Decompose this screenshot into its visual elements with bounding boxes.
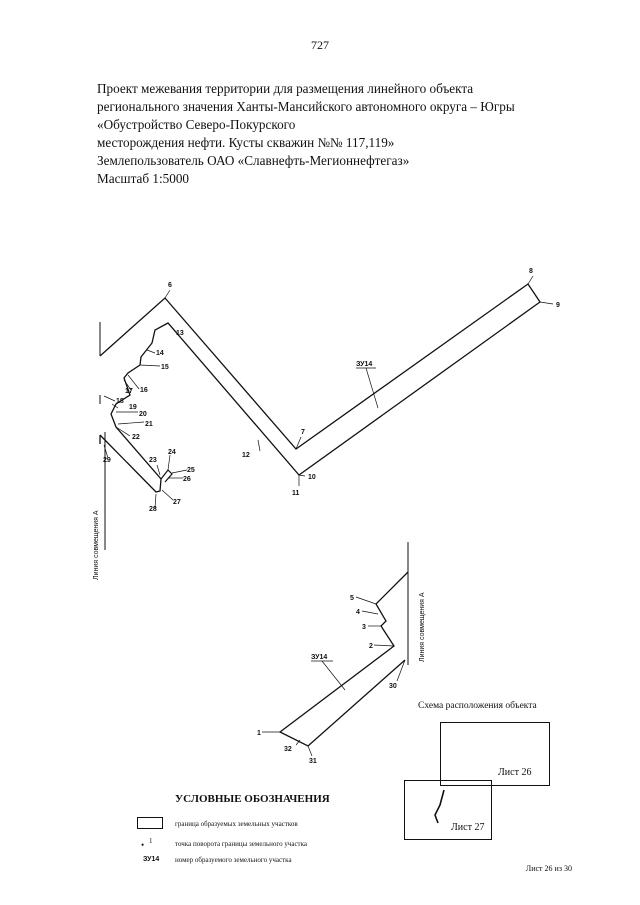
point-label-23: 23 bbox=[149, 457, 157, 464]
scheme-sheet-26-box: Лист 26 bbox=[440, 722, 550, 786]
header-line-5: Землепользователь ОАО «Славнефть-Мегионн… bbox=[97, 153, 410, 168]
point-label-14: 14 bbox=[156, 350, 164, 357]
point-label-13: 13 bbox=[176, 330, 184, 337]
point-label-28: 28 bbox=[149, 506, 157, 513]
legend-symbol-point: 1 bbox=[149, 837, 153, 845]
point-label-18: 18 bbox=[116, 398, 124, 405]
point-label-5: 5 bbox=[350, 595, 354, 602]
legend-title: УСЛОВНЫЕ ОБОЗНАЧЕНИЯ bbox=[175, 793, 330, 805]
boundary-swatch bbox=[137, 817, 163, 829]
point-label-7: 7 bbox=[301, 429, 305, 436]
page-number: 727 bbox=[311, 38, 329, 52]
point-marker-icon: • bbox=[141, 840, 145, 850]
point-label-27: 27 bbox=[173, 499, 181, 506]
point-label-25: 25 bbox=[187, 467, 195, 474]
point-label-9: 9 bbox=[556, 302, 560, 309]
scheme-sheet-27-box: Лист 27 bbox=[404, 780, 492, 840]
header-line-4: месторождения нефти. Кусты скважин №№ 11… bbox=[97, 135, 395, 150]
point-label-16: 16 bbox=[140, 387, 148, 394]
header-line-2: регионального значения Ханты-Мансийского… bbox=[97, 99, 515, 114]
point-label-20: 20 bbox=[139, 411, 147, 418]
point-label-8: 8 bbox=[529, 268, 533, 275]
point-label-12: 12 bbox=[242, 452, 250, 459]
point-label-15: 15 bbox=[161, 364, 169, 371]
parcel-label-upper: ЗУ14 bbox=[356, 361, 372, 368]
point-label-4: 4 bbox=[356, 609, 360, 616]
legend-text-point: точка поворота границы земельного участк… bbox=[175, 840, 308, 848]
point-label-22: 22 bbox=[132, 434, 140, 441]
header-line-1: Проект межевания территории для размещен… bbox=[97, 81, 474, 96]
parcel-label-lower: ЗУ14 bbox=[311, 654, 327, 661]
point-label-26: 26 bbox=[183, 476, 191, 483]
match-line-label-right: Линия совмещения А bbox=[419, 592, 426, 662]
point-label-6: 6 bbox=[168, 282, 172, 289]
legend-text-parcel: номер образуемого земельного участка bbox=[175, 856, 292, 864]
match-line-label-left: Линия совмещения А bbox=[93, 510, 100, 580]
lower-parcel-boundary bbox=[278, 571, 409, 747]
point-label-19: 19 bbox=[129, 404, 137, 411]
sheet-footer: Лист 26 из 30 bbox=[525, 864, 572, 873]
point-label-10: 10 bbox=[308, 474, 316, 481]
point-label-3: 3 bbox=[362, 624, 366, 631]
point-label-30: 30 bbox=[389, 683, 397, 690]
legend-symbol-parcel: ЗУ14 bbox=[143, 856, 160, 863]
point-label-31: 31 bbox=[309, 758, 317, 765]
point-label-17: 17 bbox=[125, 388, 133, 395]
point-label-24: 24 bbox=[168, 449, 176, 456]
upper-parcel-boundary bbox=[99, 283, 541, 493]
legend-text-boundary: граница образуемых земельных участков bbox=[175, 820, 298, 828]
sheet-26-label: Лист 26 bbox=[498, 767, 532, 778]
header-line-6: Масштаб 1:5000 bbox=[97, 171, 190, 186]
point-label-32: 32 bbox=[284, 746, 292, 753]
document-header: Проект межевания территории для размещен… bbox=[97, 80, 577, 188]
point-label-11: 11 bbox=[292, 490, 300, 497]
header-line-3: «Обустройство Северо-Покурского bbox=[97, 117, 296, 132]
point-label-29: 29 bbox=[103, 457, 111, 464]
scheme-title: Схема расположения объекта bbox=[418, 701, 537, 711]
point-label-21: 21 bbox=[145, 421, 153, 428]
point-label-2: 2 bbox=[369, 643, 373, 650]
sheet-27-label: Лист 27 bbox=[451, 822, 485, 833]
point-label-1: 1 bbox=[257, 730, 261, 737]
